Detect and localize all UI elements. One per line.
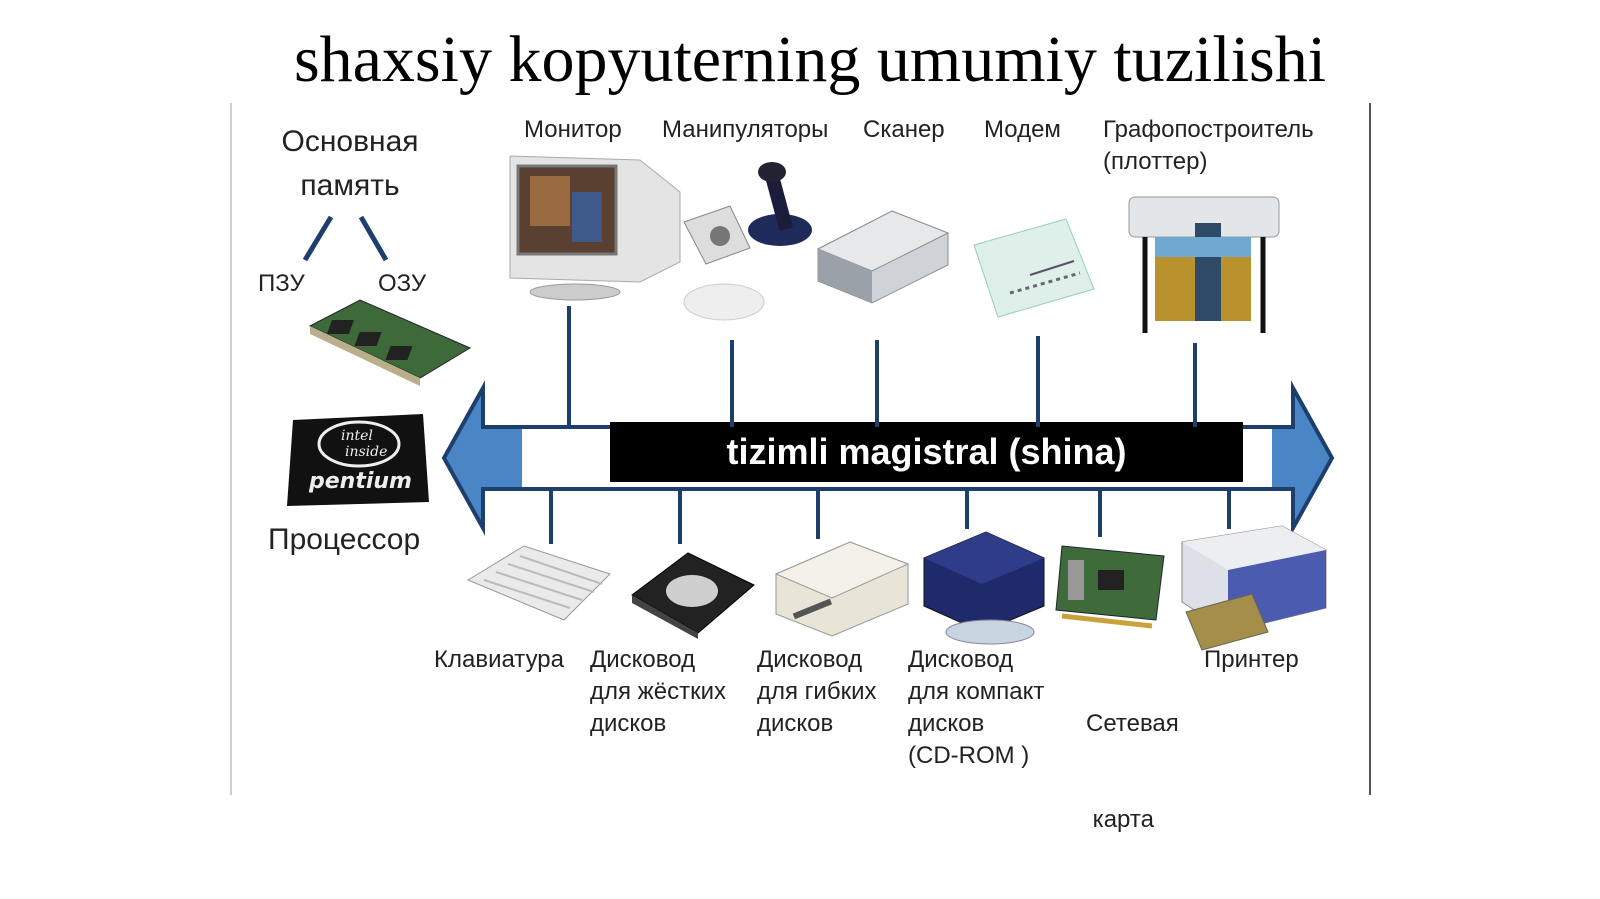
slide-title: shaxsiy kopyuterning umumiy tuzilishi xyxy=(293,23,1327,96)
cdrom-label-line2: для компакт xyxy=(908,678,1045,705)
connector-network xyxy=(1098,489,1102,537)
hdd-label-line1: Дисковод xyxy=(590,646,696,673)
keyboard-icon xyxy=(464,540,614,625)
connector-keyboard xyxy=(549,489,553,544)
connector-modem xyxy=(1036,336,1040,427)
processor-label: Процессор xyxy=(268,523,421,556)
plotter-label: Графопостроитель (плоттер) xyxy=(1103,114,1314,178)
connector-scanner xyxy=(875,340,879,427)
bus-label: tizimli magistral (shina) xyxy=(610,422,1243,482)
connector-printer xyxy=(1227,489,1231,529)
frame-right-border xyxy=(1369,103,1371,795)
chip-line1: intel xyxy=(341,428,373,444)
chip-brand: pentium xyxy=(308,469,412,494)
connector-monitor xyxy=(567,306,571,427)
plotter-label-line1: Графопостроитель xyxy=(1103,116,1314,143)
floppy-label: Дисковод для гибких дисков xyxy=(757,644,876,740)
memory-label: Основная память xyxy=(265,120,435,208)
keyboard-label-line: Клавиатура xyxy=(434,646,564,673)
manipulators-label: Манипуляторы xyxy=(662,116,829,143)
cdrom-label-line3: дисков xyxy=(908,710,985,737)
hdd-label: Дисковод для жёстких дисков xyxy=(590,644,726,740)
hdd-label-line3: дисков xyxy=(590,710,667,737)
memory-label-line1: Основная xyxy=(281,125,419,158)
plotter-label-line2: (плоттер) xyxy=(1103,148,1208,175)
modem-label: Модем xyxy=(984,116,1061,143)
connector-plotter xyxy=(1193,343,1197,427)
network-card-label-line2: карта xyxy=(1086,806,1154,833)
network-card-label: Сетевая карта xyxy=(1086,644,1179,868)
network-card-label-line1: Сетевая xyxy=(1086,710,1179,737)
monitor-icon xyxy=(500,152,690,302)
floppy-label-line3: дисков xyxy=(757,710,834,737)
printer-label: Принтер xyxy=(1204,644,1299,676)
joystick-mouse-icon xyxy=(680,152,820,332)
plotter-icon xyxy=(1125,193,1285,338)
keyboard-label: Клавиатура xyxy=(434,644,564,676)
printer-icon xyxy=(1172,522,1332,652)
processor-chip-icon: intel inside pentium xyxy=(283,410,433,510)
frame-left-border xyxy=(230,103,232,795)
scanner-icon xyxy=(812,205,952,305)
chip-line2: inside xyxy=(345,444,387,460)
network-card-icon xyxy=(1052,540,1172,635)
memory-label-line2: память xyxy=(300,169,400,202)
cdrom-label-line1: Дисковод xyxy=(908,646,1014,673)
memory-module-icon xyxy=(300,298,475,388)
connector-hdd xyxy=(678,489,682,544)
cdrom-label: Дисковод для компакт дисков (CD-ROM ) xyxy=(908,644,1044,772)
printer-label-line: Принтер xyxy=(1204,646,1299,673)
hdd-label-line2: для жёстких xyxy=(590,678,726,705)
connector-manipulators xyxy=(730,340,734,427)
cdrom-label-line4: (CD-ROM ) xyxy=(908,742,1030,769)
ram-label: ОЗУ xyxy=(378,270,427,297)
hard-drive-icon xyxy=(628,545,758,640)
rom-label: ПЗУ xyxy=(258,270,305,297)
floppy-drive-icon xyxy=(772,538,912,638)
modem-icon xyxy=(970,215,1100,320)
scanner-label: Сканер xyxy=(863,116,945,143)
monitor-label: Монитор xyxy=(524,116,622,143)
connector-floppy xyxy=(816,489,820,539)
floppy-label-line2: для гибких xyxy=(757,678,877,705)
cdrom-drive-icon xyxy=(920,528,1050,648)
connector-cdrom xyxy=(965,489,969,529)
floppy-label-line1: Дисковод xyxy=(757,646,863,673)
